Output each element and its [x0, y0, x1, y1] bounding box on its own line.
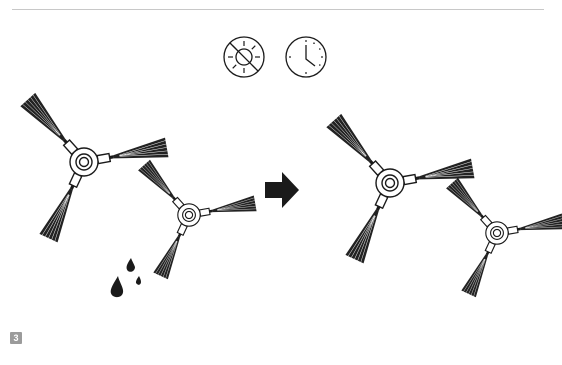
- clock-icon: [285, 36, 327, 78]
- top-divider: [12, 9, 544, 10]
- side-brush-dry-2: [446, 178, 562, 298]
- side-brush-wet-2: [138, 160, 256, 280]
- no-direct-sunlight-icon: [223, 36, 265, 78]
- water-drops-icon: [110, 258, 141, 298]
- right-arrow-icon: [265, 172, 299, 208]
- step-number-badge: 3: [10, 332, 22, 344]
